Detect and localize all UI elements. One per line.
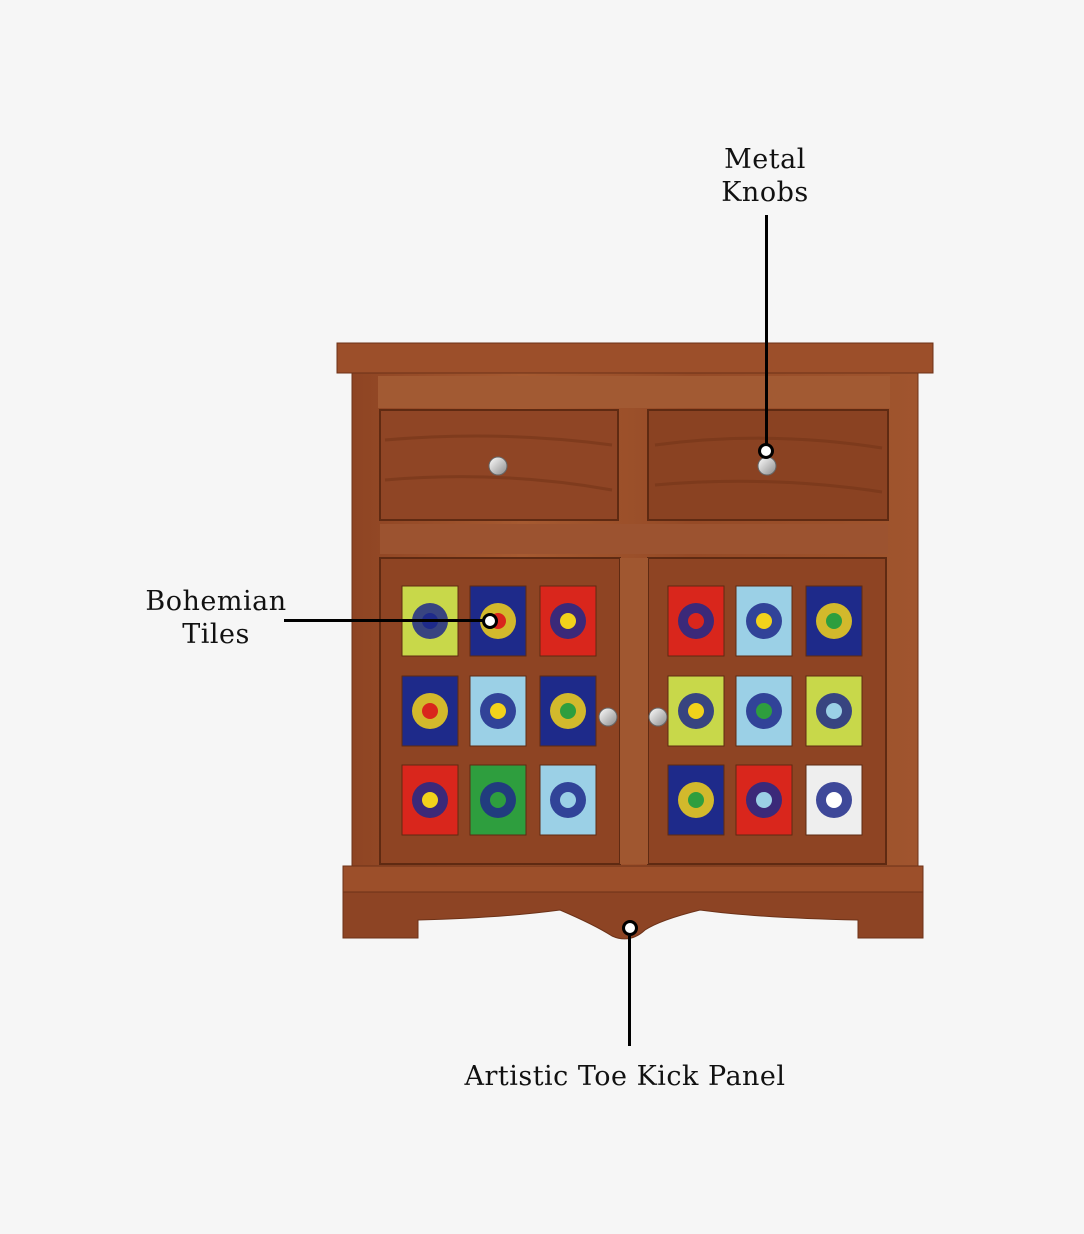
toe-kick-pointer: [622, 920, 638, 936]
toe-kick-panel: [342, 891, 924, 940]
bohemian-tiles-pointer: [482, 613, 498, 629]
knob-drawer-right: [757, 456, 777, 476]
bohemian-tiles-label: Bohemian Tiles: [140, 585, 292, 651]
metal-knobs-line1: Metal: [724, 144, 806, 175]
tile-motif-center: [756, 792, 772, 808]
plinth: [342, 865, 924, 893]
tile-motif-center: [560, 792, 576, 808]
knob-drawer-left: [488, 456, 508, 476]
tile-motif-center: [826, 792, 842, 808]
tile-motif-center: [756, 613, 772, 629]
tile-motif-center: [826, 613, 842, 629]
knob-door-right: [648, 707, 668, 727]
tile-motif-center: [826, 703, 842, 719]
tile-motif-center: [422, 792, 438, 808]
tile-motif-center: [688, 792, 704, 808]
tile-motif-center: [756, 703, 772, 719]
metal-knobs-label: Metal Knobs: [710, 143, 820, 209]
tile-motif-center: [490, 792, 506, 808]
bohemian-tiles-line1: Bohemian: [145, 586, 287, 617]
tile-motif-center: [560, 703, 576, 719]
bohemian-tiles-line2: Tiles: [182, 619, 250, 650]
tile-motif-center: [560, 613, 576, 629]
metal-knobs-pointer: [758, 443, 774, 459]
metal-knobs-leader: [765, 215, 768, 445]
toe-kick-leader: [628, 936, 631, 1046]
tile-motif-center: [688, 613, 704, 629]
knob-door-left: [598, 707, 618, 727]
cabinet-top: [336, 342, 934, 374]
tile-motif-center: [422, 703, 438, 719]
tile-motif-center: [688, 703, 704, 719]
metal-knobs-line2: Knobs: [721, 177, 809, 208]
toe-kick-label: Artistic Toe Kick Panel: [464, 1061, 786, 1092]
bohemian-tiles-leader: [284, 619, 484, 622]
tile-motif-center: [490, 703, 506, 719]
